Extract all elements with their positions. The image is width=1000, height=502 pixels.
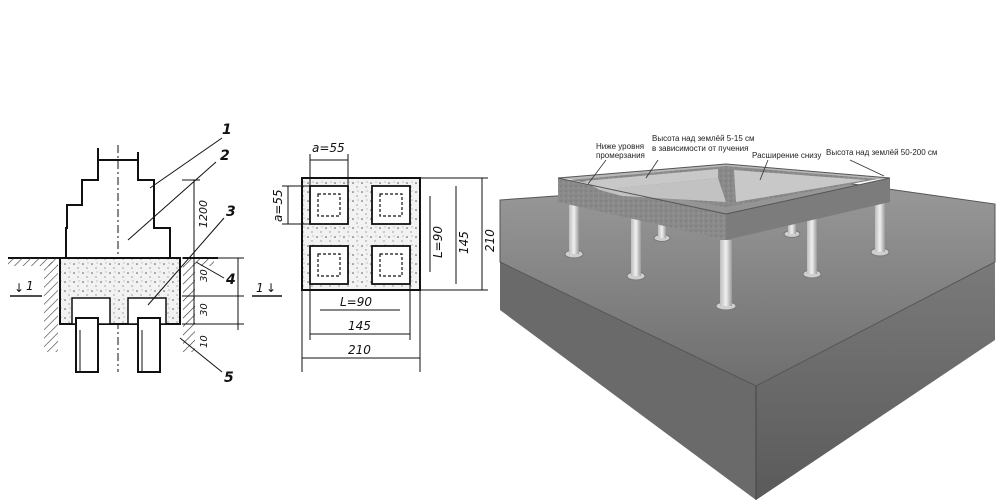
dim-30a: 30 bbox=[199, 269, 210, 282]
callout-5: 5 bbox=[224, 370, 234, 386]
dim-30b: 30 bbox=[199, 303, 210, 316]
foundation-section-drawing: 1 2 3 4 5 1200 30 30 10 ↓ 1 1 ↓ bbox=[8, 122, 282, 386]
callout-1: 1 bbox=[222, 122, 232, 138]
svg-text:1: 1 bbox=[256, 281, 264, 295]
svg-text:↓: ↓ bbox=[266, 281, 276, 295]
cut-mark-right: 1 ↓ bbox=[252, 281, 282, 297]
foundation-plan-drawing: a=55 a=55 L=90 145 210 L=90 145 210 bbox=[271, 141, 497, 372]
dim-10: 10 bbox=[199, 335, 210, 348]
plan-dim-a-top: a=55 bbox=[312, 141, 345, 155]
svg-text:↓: ↓ bbox=[14, 281, 24, 295]
annotation-below-freeze: Ниже уровня промерзания bbox=[596, 142, 646, 160]
cut-mark-left: ↓ 1 bbox=[10, 279, 42, 297]
plan-dimension-lines bbox=[282, 154, 488, 372]
callout-3: 3 bbox=[226, 204, 236, 220]
callout-2: 2 bbox=[220, 148, 230, 164]
plan-dim-210-right: 210 bbox=[483, 229, 497, 252]
piles-section bbox=[71, 297, 167, 373]
annotation-height-heave: Высота над землёй 5-15 см в зависимости … bbox=[652, 134, 757, 153]
plan-dim-210-bottom: 210 bbox=[348, 343, 371, 357]
svg-text:1: 1 bbox=[26, 279, 34, 293]
callout-4: 4 bbox=[225, 272, 236, 288]
callout-leaders bbox=[127, 137, 225, 373]
ground-surface bbox=[8, 257, 218, 352]
plan-dim-L-bottom: L=90 bbox=[340, 295, 372, 309]
plan-dim-a-left: a=55 bbox=[271, 189, 285, 222]
ground-block bbox=[499, 177, 996, 500]
plan-dim-145-bottom: 145 bbox=[348, 319, 371, 333]
plan-dim-145-right: 145 bbox=[457, 231, 471, 254]
plan-dim-L-right: L=90 bbox=[431, 226, 445, 258]
dim-1200: 1200 bbox=[197, 200, 210, 228]
annotation-height-above: Высота над землёй 50-200 см bbox=[826, 148, 937, 157]
plan-piles bbox=[309, 185, 411, 285]
foundation-3d-model: Ниже уровня промерзания Высота над землё… bbox=[499, 134, 996, 500]
annotation-leaders bbox=[587, 159, 885, 185]
annotation-widening: Расширение снизу bbox=[752, 151, 821, 160]
